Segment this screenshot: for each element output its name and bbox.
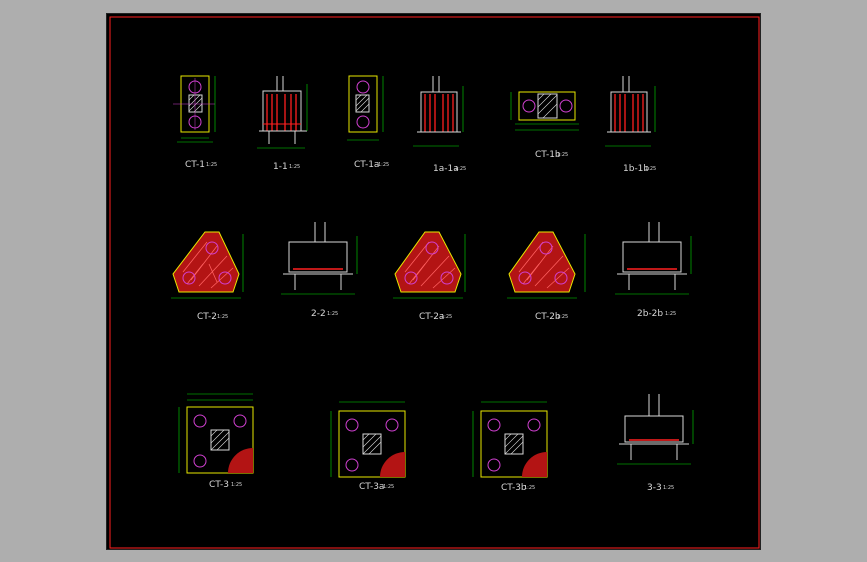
drawing-border: [109, 16, 760, 549]
cap-plan-ct3[interactable]: CT-3 1:25: [178, 393, 254, 490]
scale-ct3a: 1:25: [383, 484, 394, 490]
scale-ct1: 1:25: [206, 162, 217, 168]
caption-2-2: 2-2: [311, 309, 326, 319]
caption-ct1: CT-1: [185, 160, 205, 170]
scale-ct3b: 1:25: [524, 485, 535, 491]
cap-plan-ct2[interactable]: CT-2 1:25: [171, 231, 244, 322]
scale-1b-1b: 1:25: [645, 166, 656, 172]
caption-ct1b: CT-1b: [535, 150, 561, 160]
scale-ct3: 1:25: [231, 482, 242, 488]
scale-ct2a: 1:25: [441, 314, 452, 320]
section-2b-2b[interactable]: 2b-2b 1:25: [615, 222, 692, 319]
scale-3-3: 1:25: [663, 485, 674, 491]
caption-1a-1a: 1a-1a: [433, 164, 459, 174]
cap-plan-ct3b[interactable]: CT-3b 1:25: [472, 401, 548, 493]
cap-plan-ct2b[interactable]: CT-2b 1:25: [507, 231, 586, 322]
scale-1a-1a: 1:25: [455, 166, 466, 172]
section-3-3[interactable]: 3-3 1:25: [617, 394, 694, 493]
scale-2-2: 1:25: [327, 311, 338, 317]
caption-ct3a: CT-3a: [359, 482, 384, 492]
cap-plan-ct1b[interactable]: CT-1b 1:25: [510, 91, 579, 160]
caption-1-1: 1-1: [273, 162, 288, 172]
section-1-1[interactable]: 1-1 1:25: [257, 76, 308, 172]
cap-plan-ct1a[interactable]: CT-1a 1:25: [347, 75, 389, 170]
drawing-canvas: CT-1 1:25 1-1 1:25 CT-1a 1:25 1a-1a 1: [106, 13, 761, 550]
section-1a-1a[interactable]: 1a-1a 1:25: [413, 76, 466, 174]
caption-ct3: CT-3: [209, 480, 229, 490]
scale-1-1: 1:25: [289, 164, 300, 170]
caption-ct2: CT-2: [197, 312, 217, 322]
caption-3-3: 3-3: [647, 483, 662, 493]
scale-ct2b: 1:25: [557, 314, 568, 320]
caption-ct2a: CT-2a: [419, 312, 444, 322]
caption-2b-2b: 2b-2b: [637, 309, 663, 319]
cad-drawing: CT-1 1:25 1-1 1:25 CT-1a 1:25 1a-1a 1: [109, 16, 760, 549]
caption-ct3b: CT-3b: [501, 483, 527, 493]
cap-plan-ct3a[interactable]: CT-3a 1:25: [330, 401, 406, 492]
section-2-2[interactable]: 2-2 1:25: [281, 222, 358, 319]
scale-2b-2b: 1:25: [665, 311, 676, 317]
section-1b-1b[interactable]: 1b-1b 1:25: [605, 76, 656, 174]
scale-ct1b: 1:25: [557, 152, 568, 158]
cap-plan-ct2a[interactable]: CT-2a 1:25: [393, 231, 466, 322]
caption-1b-1b: 1b-1b: [623, 164, 649, 174]
scale-ct1a: 1:25: [378, 162, 389, 168]
caption-ct1a: CT-1a: [354, 160, 379, 170]
cap-plan-ct1[interactable]: CT-1 1:25: [173, 75, 217, 170]
scale-ct2: 1:25: [217, 314, 228, 320]
caption-ct2b: CT-2b: [535, 312, 561, 322]
